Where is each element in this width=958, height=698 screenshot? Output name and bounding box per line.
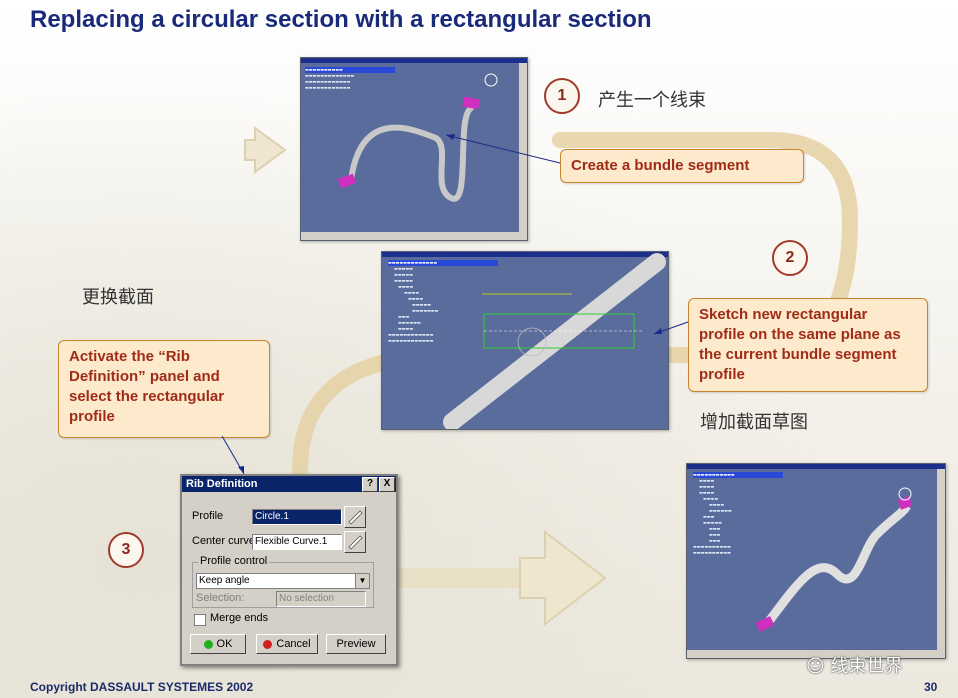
bundle-segment-screenshot: ▬▬▬▬▬▬▬▬▬▬ ▬▬▬▬▬▬▬▬▬▬▬▬▬ ▬▬▬▬▬▬▬▬▬▬▬▬ ▬▬… [300,57,528,241]
cancel-icon [263,639,273,649]
selection-label: Selection: [196,592,245,604]
profile-control-value: Keep angle [199,575,250,586]
step-2-callout: Sketch new rectangular profile on the sa… [688,298,928,392]
profile-label: Profile [192,510,224,522]
result-screenshot: ▬▬▬▬▬▬▬▬▬▬▬ ▬▬▬▬ ▬▬▬▬ ▬▬▬▬ ▬▬▬▬ ▬▬▬▬ ▬▬▬… [686,463,946,659]
watermark: ☺ 线束世界 [806,652,903,678]
ok-label: OK [216,638,233,650]
profile-select-button[interactable] [344,506,366,528]
slide-title: Replacing a circular section with a rect… [30,6,652,33]
merge-ends-checkbox[interactable] [194,614,206,626]
step-3-callout: Activate the “Rib Definition” panel and … [58,340,270,438]
cancel-button[interactable]: Cancel [256,634,318,654]
preview-button[interactable]: Preview [326,634,386,654]
cancel-label: Cancel [276,638,311,650]
step-1-number: 1 [544,78,580,114]
side-chinese-label: 更换截面 [82,287,154,308]
dialog-title: Rib Definition [186,478,258,490]
step-3-number: 3 [108,532,144,568]
center-curve-select-button[interactable] [344,531,366,553]
step-1-chinese-label: 产生一个线束 [598,90,706,111]
sketch-icon [348,535,363,550]
chevron-down-icon[interactable]: ▼ [355,574,369,588]
preview-label: Preview [336,638,376,650]
close-button[interactable]: X [379,477,395,492]
profile-control-group [192,562,374,608]
copyright-footer: Copyright DASSAULT SYSTEMES 2002 [30,680,254,694]
step-2-number: 2 [772,240,808,276]
center-curve-label: Center curve [192,535,255,547]
selection-field[interactable]: No selection [276,591,366,607]
sketch-icon [348,510,363,525]
merge-ends-label: Merge ends [210,612,269,624]
sketch-screenshot: ▬▬▬▬▬▬▬▬▬▬▬▬▬ ▬▬▬▬▬ ▬▬▬▬▬ ▬▬▬▬▬ ▬▬▬▬ ▬▬▬… [381,251,669,430]
step-1-callout: Create a bundle segment [560,149,804,183]
step-2-chinese-label: 增加截面草图 [700,412,808,433]
wechat-icon: ☺ [806,656,825,677]
ok-icon [203,639,213,649]
watermark-text: 线束世界 [830,656,903,677]
dialog-title-bar: Rib Definition ? X [182,476,396,492]
rib-definition-dialog: Rib Definition ? X Profile Circle.1 Cent… [180,474,398,666]
center-curve-field[interactable]: Flexible Curve.1 [252,534,342,550]
help-button[interactable]: ? [362,477,378,492]
profile-field[interactable]: Circle.1 [252,509,342,525]
profile-control-select[interactable]: Keep angle ▼ [196,573,370,589]
ok-button[interactable]: OK [190,634,246,654]
page-number: 30 [924,680,938,694]
profile-control-label: Profile control [198,555,270,567]
